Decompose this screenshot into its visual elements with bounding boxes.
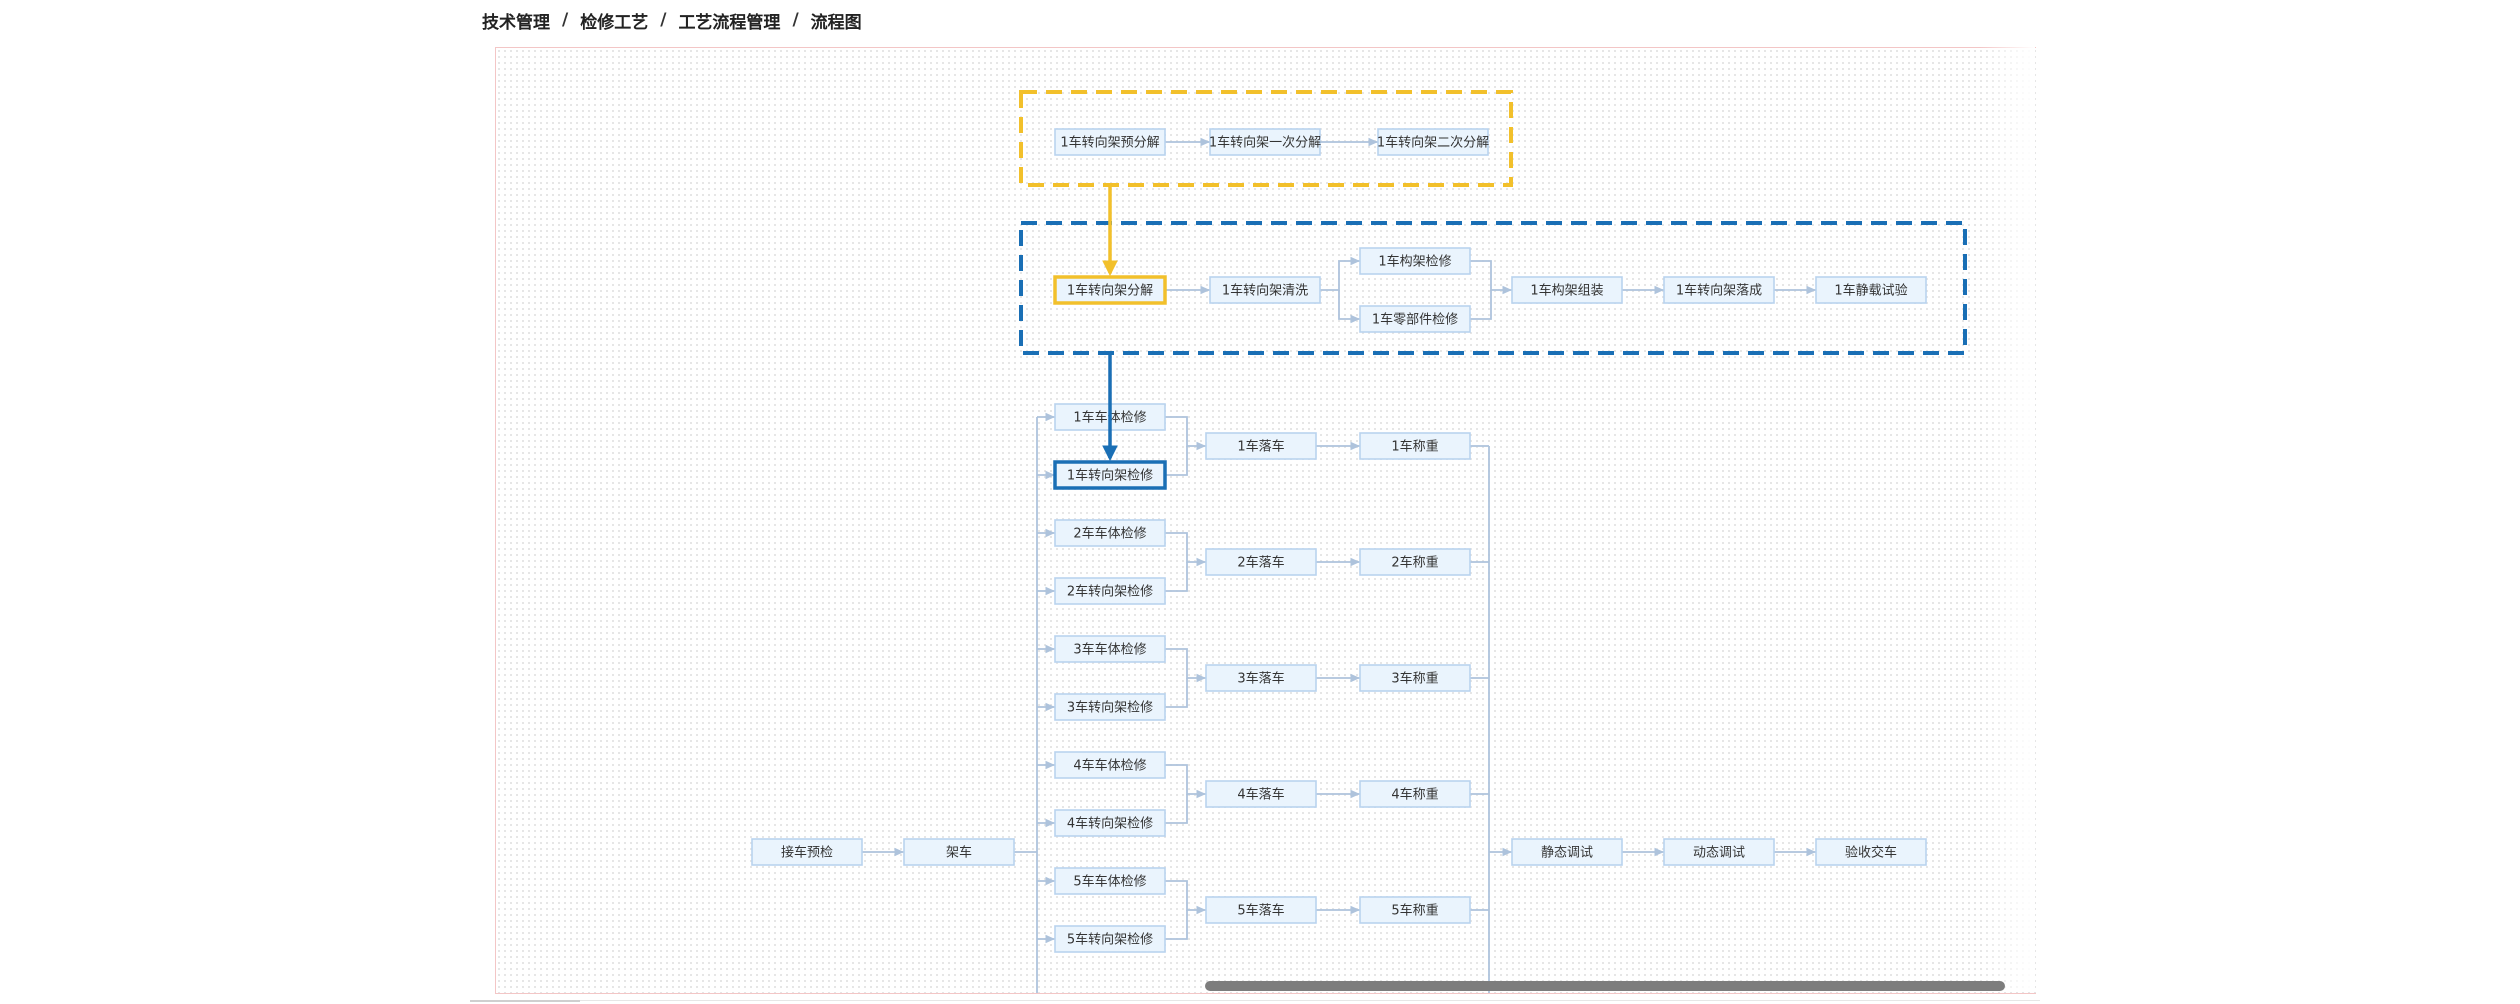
- node-car2-drop[interactable]: 2车落车: [1205, 548, 1317, 576]
- node-label: 1车转向架清洗: [1222, 283, 1308, 299]
- node-label: 1车转向架检修: [1067, 468, 1153, 484]
- breadcrumb: 技术管理 / 检修工艺 / 工艺流程管理 / 流程图: [482, 8, 862, 33]
- node-car3-body[interactable]: 3车车体检修: [1054, 635, 1166, 663]
- node-bogie-second[interactable]: 1车转向架二次分解: [1377, 128, 1489, 156]
- breadcrumb-item-maintenance-process[interactable]: 检修工艺: [580, 12, 649, 33]
- node-car1-weigh[interactable]: 1车称重: [1359, 432, 1471, 460]
- node-car4-bogie[interactable]: 4车转向架检修: [1054, 809, 1166, 837]
- node-lift[interactable]: 架车: [903, 838, 1015, 866]
- flowchart-canvas[interactable]: 1车转向架预分解 1车转向架一次分解 1车转向架二次分解 1车转向架分解 1车转向架清洗…: [495, 47, 2036, 994]
- node-label: 接车预检: [781, 845, 833, 861]
- node-label: 静态调试: [1541, 846, 1593, 861]
- node-bogie-first[interactable]: 1车转向架一次分解: [1209, 128, 1321, 156]
- node-label: 5车称重: [1391, 903, 1438, 919]
- node-label: 3车落车: [1237, 671, 1284, 687]
- node-label: 4车落车: [1237, 787, 1284, 803]
- edge-car3-bogie-to-drop: [1165, 678, 1188, 708]
- edge-car3-body-to-drop: [1165, 648, 1206, 683]
- node-bogie-clean[interactable]: 1车转向架清洗: [1209, 276, 1321, 304]
- node-bogie-pre[interactable]: 1车转向架预分解: [1054, 128, 1166, 156]
- horizontal-scrollbar[interactable]: [1205, 981, 2005, 991]
- node-label: 3车称重: [1391, 671, 1438, 687]
- node-frame-repair[interactable]: 1车构架检修: [1359, 247, 1471, 275]
- node-label: 1车转向架落成: [1676, 283, 1762, 299]
- node-label: 5车车体检修: [1073, 874, 1146, 890]
- node-label: 5车转向架检修: [1067, 932, 1153, 948]
- edge-car4-body-to-drop: [1165, 764, 1206, 799]
- node-car2-body[interactable]: 2车车体检修: [1054, 519, 1166, 547]
- group-predisassembly: [1019, 90, 1513, 187]
- flowchart-diagram: 1车转向架预分解 1车转向架一次分解 1车转向架二次分解 1车转向架分解 1车转向架清洗…: [751, 90, 1967, 993]
- edge-clean-to-parts: [1338, 290, 1360, 324]
- group-bogie-disassembly: [1019, 221, 1967, 355]
- edge-car1-bogie-to-drop: [1165, 446, 1188, 476]
- node-car4-body[interactable]: 4车车体检修: [1054, 751, 1166, 779]
- node-car5-bogie[interactable]: 5车转向架检修: [1054, 925, 1166, 953]
- node-label: 2车称重: [1391, 555, 1438, 571]
- node-static-debug[interactable]: 静态调试: [1511, 838, 1623, 866]
- breadcrumb-separator: /: [562, 10, 569, 30]
- node-label: 架车: [946, 845, 972, 861]
- breadcrumb-item-tech-management[interactable]: 技术管理: [482, 12, 550, 33]
- node-car3-weigh[interactable]: 3车称重: [1359, 664, 1471, 692]
- edge-parts-to-assemble: [1470, 290, 1492, 320]
- node-car1-bogie[interactable]: 1车转向架检修: [1053, 460, 1167, 490]
- node-car2-bogie[interactable]: 2车转向架检修: [1054, 577, 1166, 605]
- edge-car1-body-to-drop: [1165, 416, 1206, 451]
- node-label: 1车称重: [1391, 439, 1438, 455]
- footer-divider: [470, 1000, 2040, 1001]
- breadcrumb-separator: /: [660, 10, 667, 30]
- edge-car2-body-to-drop: [1165, 532, 1206, 567]
- node-car4-weigh[interactable]: 4车称重: [1359, 780, 1471, 808]
- node-bogie-disasm[interactable]: 1车转向架分解: [1053, 275, 1167, 305]
- node-label: 1车转向架二次分解: [1377, 135, 1489, 151]
- node-car5-drop[interactable]: 5车落车: [1205, 896, 1317, 924]
- node-label: 2车转向架检修: [1067, 584, 1153, 600]
- node-label: 2车落车: [1237, 555, 1284, 571]
- breadcrumb-separator: /: [792, 10, 799, 30]
- node-label: 4车车体检修: [1073, 758, 1146, 774]
- node-label: 1车落车: [1237, 439, 1284, 455]
- node-label: 1车转向架一次分解: [1209, 135, 1321, 151]
- node-label: 4车转向架检修: [1067, 816, 1153, 832]
- node-frame-assemble[interactable]: 1车构架组装: [1511, 276, 1623, 304]
- node-car4-drop[interactable]: 4车落车: [1205, 780, 1317, 808]
- edge-clean-to-frame: [1320, 256, 1360, 291]
- node-handover[interactable]: 验收交车: [1815, 838, 1927, 866]
- edge-car5-body-to-drop: [1165, 880, 1206, 915]
- node-label: 1车构架检修: [1378, 254, 1451, 270]
- node-static-load[interactable]: 1车静载试验: [1815, 276, 1927, 304]
- node-car3-bogie[interactable]: 3车转向架检修: [1054, 693, 1166, 721]
- node-label: 1车转向架预分解: [1060, 135, 1159, 151]
- node-label: 1车零部件检修: [1372, 312, 1458, 328]
- breadcrumb-item-process-flow-management[interactable]: 工艺流程管理: [678, 12, 781, 33]
- breadcrumb-item-flowchart: 流程图: [810, 12, 862, 33]
- node-car1-drop[interactable]: 1车落车: [1205, 432, 1317, 460]
- node-parts-repair[interactable]: 1车零部件检修: [1359, 305, 1471, 333]
- node-label: 1车静载试验: [1834, 283, 1907, 299]
- node-label: 5车落车: [1237, 903, 1284, 919]
- node-pre-check[interactable]: 接车预检: [751, 838, 863, 866]
- node-label: 验收交车: [1845, 845, 1897, 861]
- node-label: 3车转向架检修: [1067, 700, 1153, 716]
- node-label: 1车转向架分解: [1067, 283, 1153, 299]
- node-label: 4车称重: [1391, 787, 1438, 803]
- node-label: 动态调试: [1693, 846, 1745, 861]
- footer-tab-indicator: [470, 1000, 580, 1002]
- node-car3-drop[interactable]: 3车落车: [1205, 664, 1317, 692]
- node-label: 1车构架组装: [1530, 283, 1603, 299]
- node-car5-body[interactable]: 5车车体检修: [1054, 867, 1166, 895]
- node-label: 3车车体检修: [1073, 642, 1146, 658]
- node-bogie-land[interactable]: 1车转向架落成: [1663, 276, 1775, 304]
- node-dynamic-debug[interactable]: 动态调试: [1663, 838, 1775, 866]
- edge-car5-bogie-to-drop: [1165, 910, 1188, 940]
- edge-car4-bogie-to-drop: [1165, 794, 1188, 824]
- node-car5-weigh[interactable]: 5车称重: [1359, 896, 1471, 924]
- node-car2-weigh[interactable]: 2车称重: [1359, 548, 1471, 576]
- edge-car2-bogie-to-drop: [1165, 562, 1188, 592]
- edge-frame-to-assemble: [1470, 260, 1512, 295]
- node-label: 2车车体检修: [1073, 526, 1146, 542]
